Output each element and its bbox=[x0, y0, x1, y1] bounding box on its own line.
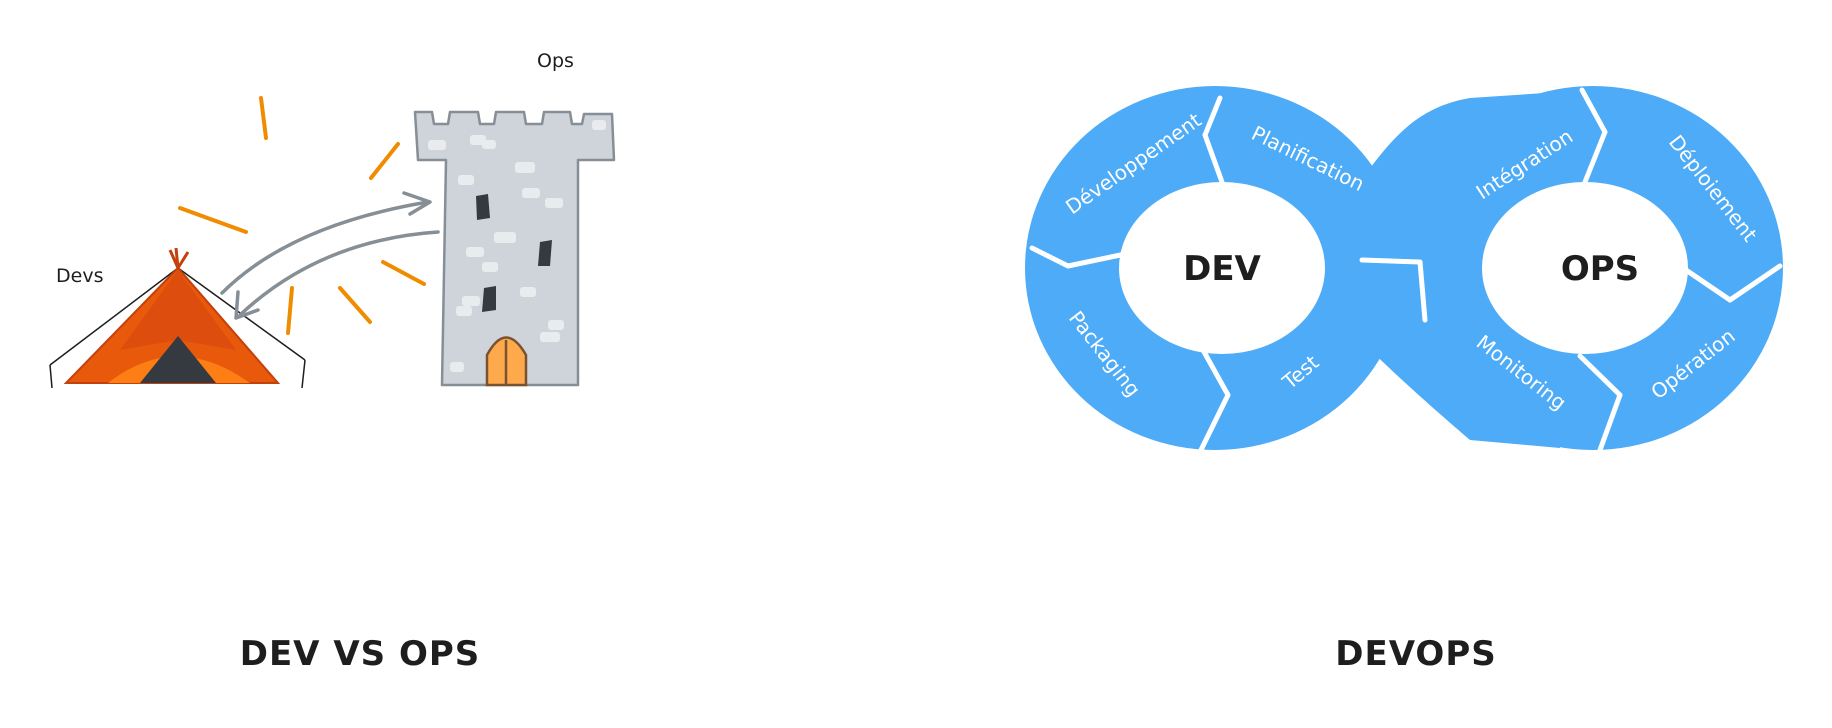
tower-icon bbox=[413, 110, 616, 387]
devops-infinity-loop: Développement Planification Intégration … bbox=[1025, 86, 1783, 450]
exchange-arrows bbox=[220, 191, 440, 320]
conflict-sparks bbox=[178, 96, 426, 335]
devops-title: DEVOPS bbox=[1335, 634, 1496, 674]
ops-center-label: OPS bbox=[1561, 249, 1639, 289]
ops-label: Ops bbox=[537, 50, 574, 72]
devs-label: Devs bbox=[56, 265, 103, 287]
tent-icon bbox=[49, 247, 306, 389]
dev-vs-ops-illustration: Devs Ops bbox=[49, 50, 616, 389]
dev-center-label: DEV bbox=[1183, 249, 1261, 289]
dev-vs-ops-title: DEV VS OPS bbox=[240, 634, 481, 674]
